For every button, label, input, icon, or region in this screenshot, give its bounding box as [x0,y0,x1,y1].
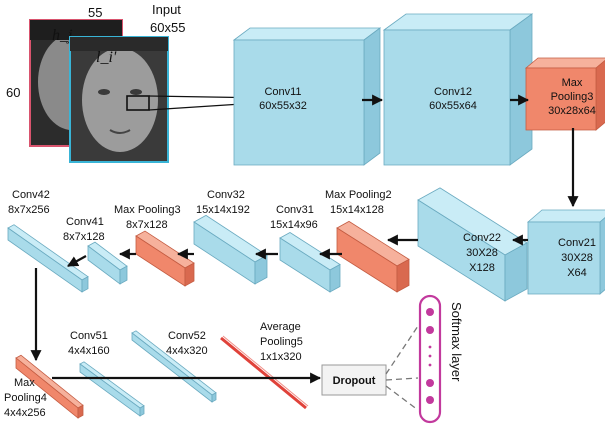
input-title: Input [152,2,181,17]
avgpool5-size: 1x1x320 [260,351,302,363]
conv11-name: Conv11 [264,86,301,98]
conv51-block [79,361,145,417]
pool4-size: 4x4x256 [4,407,46,419]
input-height-dim: 60 [6,85,20,100]
pool4-block [15,354,84,419]
softmax-layer [418,294,442,424]
avgpool5-name-1: Average [260,321,301,333]
conv52-name: Conv52 [168,330,206,342]
pool3b-name: Max Pooling3 [114,204,181,216]
conv41-block [87,241,128,285]
input-width-dim: 55 [88,5,102,20]
conv21-size-2: X64 [567,267,587,279]
conv31-size: 15x14x96 [270,219,318,231]
softmax-connections [385,325,419,411]
conv21-name: Conv21 [558,237,596,249]
conv12-block [382,13,534,166]
conv41-size: 8x7x128 [63,231,105,243]
conv21-size-1: 30X28 [561,252,593,264]
pool4-name-1: Max [14,377,35,389]
input-size: 60x55 [150,20,185,35]
conv31-block [279,232,341,293]
pool2-size: 15x14x128 [330,204,384,216]
pool2-name: Max Pooling2 [325,189,392,201]
conv12-name: Conv12 [434,86,472,98]
input-face-front [69,36,169,163]
conv31-name: Conv31 [276,204,314,216]
conv51-name: Conv51 [70,330,108,342]
conv51-size: 4x4x160 [68,345,110,357]
conv11-block [232,27,382,166]
conv22-size-1: 30X28 [466,247,498,259]
conv32-name: Conv32 [207,189,245,201]
flow-arrows [30,94,579,384]
conv22-name: Conv22 [463,232,501,244]
conv11-size: 60x55x32 [259,100,307,112]
conv12-size: 60x55x64 [429,100,477,112]
pool3b-block [135,230,195,287]
input-front-label: l_i' [96,49,117,66]
conv32-block [193,214,268,285]
softmax-label: Softmax layer [449,302,464,382]
conv21-block [526,209,605,295]
pool3-name-1: Max [562,77,583,89]
pool3b-size: 8x7x128 [126,219,168,231]
pool4-name-2: Pooling4 [4,392,47,404]
pool3-block [524,57,605,131]
avgpool5-name-2: Pooling5 [260,336,303,348]
conv41-name: Conv41 [66,216,104,228]
conv42-size: 8x7x256 [8,204,50,216]
conv32-size: 15x14x192 [196,204,250,216]
conv22-block [417,187,528,302]
conv42-name: Conv42 [12,189,50,201]
pool3-name-2: Pooling3 [551,91,594,103]
avgpool5-block [220,335,309,410]
conv22-size-2: X128 [469,262,495,274]
pool2-block [336,220,410,293]
input-back-label: h_j [52,27,73,44]
dropout-label: Dropout [333,375,376,387]
pool3-size: 30x28x64 [548,105,596,117]
conv52-size: 4x4x320 [166,345,208,357]
